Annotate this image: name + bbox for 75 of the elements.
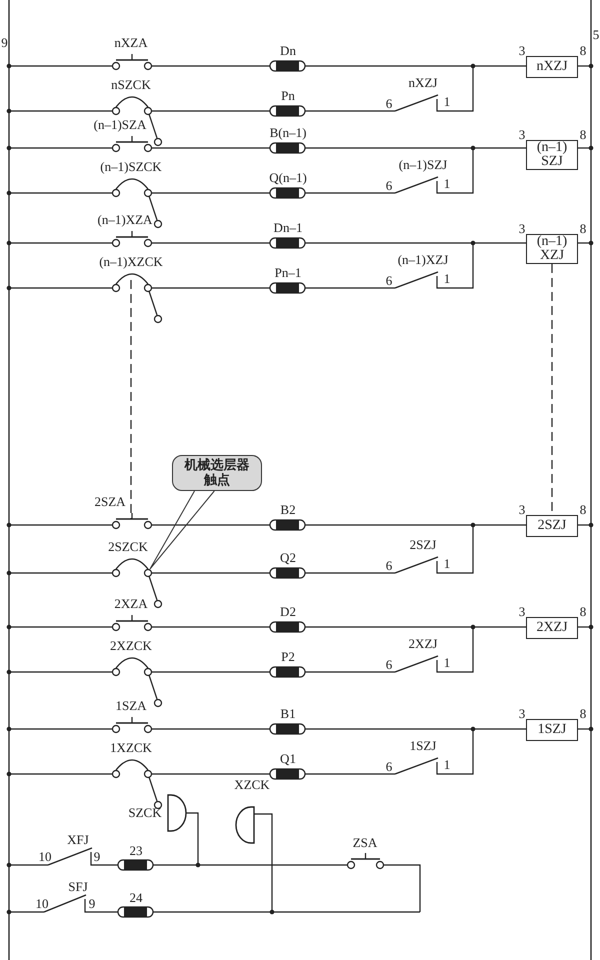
contact-label: (n–1)XZA bbox=[98, 213, 152, 227]
pin-number: 8 bbox=[580, 605, 586, 619]
pin-number: 8 bbox=[580, 707, 586, 721]
pin-number: 1 bbox=[444, 177, 450, 191]
relay-box: nXZJ bbox=[526, 56, 578, 78]
terminal-number: 9 bbox=[1, 36, 8, 50]
lamp-label: Q1 bbox=[280, 752, 296, 766]
pin-number: 1 bbox=[444, 557, 450, 571]
pin-number: 3 bbox=[518, 128, 526, 142]
contact-label: (n–1)SZCK bbox=[100, 160, 162, 174]
contact-label: nSZCK bbox=[111, 78, 151, 92]
pin-number: 9 bbox=[88, 897, 96, 911]
lamp-label: Dn bbox=[280, 44, 296, 58]
lamp-label: B(n–1) bbox=[270, 126, 306, 140]
pin-number: 3 bbox=[518, 222, 526, 236]
pin-number: 3 bbox=[518, 503, 526, 517]
contact-label: (n–1)SZA bbox=[94, 118, 146, 132]
relay-box: 2XZJ bbox=[526, 617, 578, 639]
pin-number: 10 bbox=[36, 897, 48, 911]
lamp-label: B1 bbox=[280, 707, 296, 721]
contact-label: ZSA bbox=[352, 836, 378, 850]
pin-number: 6 bbox=[386, 559, 392, 573]
pin-number: 8 bbox=[580, 128, 586, 142]
pin-number: 8 bbox=[580, 44, 586, 58]
contact-label: 2XZCK bbox=[110, 639, 152, 653]
contact-label: 2SZCK bbox=[108, 540, 148, 554]
pin-number: 3 bbox=[518, 44, 526, 58]
relay-box: (n–1) XZJ bbox=[526, 234, 578, 264]
contact-label: XFJ bbox=[67, 833, 89, 847]
relay-box: 1SZJ bbox=[526, 719, 578, 741]
pin-number: 6 bbox=[386, 658, 392, 672]
terminal-number: 5 bbox=[592, 28, 600, 42]
pin-number: 6 bbox=[386, 179, 392, 193]
leader-line bbox=[150, 490, 215, 570]
contact-label: (n–1)SZJ bbox=[398, 158, 448, 172]
contact-label: 2SZA bbox=[94, 495, 126, 509]
contact-label: 1SZA bbox=[115, 699, 147, 713]
lamp-label: Pn bbox=[281, 89, 295, 103]
pin-number: 1 bbox=[444, 656, 450, 670]
contact-label: 2XZA bbox=[114, 597, 148, 611]
pin-number: 1 bbox=[444, 95, 450, 109]
relay-box: (n–1) SZJ bbox=[526, 140, 578, 170]
pin-number: 3 bbox=[518, 605, 526, 619]
pin-number: 3 bbox=[518, 707, 526, 721]
contact-label: XZCK bbox=[234, 778, 270, 792]
contact-label: (n–1)XZJ bbox=[398, 253, 448, 267]
pin-number: 10 bbox=[38, 850, 52, 864]
pin-number: 1 bbox=[444, 758, 450, 772]
contact-label: SZCK bbox=[128, 806, 162, 820]
contact-label: 2XZJ bbox=[408, 637, 438, 651]
contact-label: 1SZJ bbox=[410, 739, 436, 753]
lamp-label: Pn–1 bbox=[274, 266, 302, 280]
pin-number: 6 bbox=[386, 760, 392, 774]
pin-number: 8 bbox=[580, 503, 586, 517]
lamp-label: 23 bbox=[130, 844, 142, 858]
pin-number: 6 bbox=[386, 274, 392, 288]
contact-label: SFJ bbox=[68, 880, 88, 894]
lamp-label: Q2 bbox=[280, 551, 296, 565]
lamp-label: Dn–1 bbox=[274, 221, 302, 235]
relay-box: 2SZJ bbox=[526, 515, 578, 537]
lamp-label: B2 bbox=[280, 503, 296, 517]
pin-number: 1 bbox=[444, 272, 450, 286]
contact-label: nXZJ bbox=[408, 76, 438, 90]
contact-label: (n–1)XZCK bbox=[99, 255, 163, 269]
contact-label: nXZA bbox=[114, 36, 148, 50]
lamp-label: Q(n–1) bbox=[269, 171, 307, 185]
callout-bubble: 机械选层器触点 bbox=[172, 455, 262, 491]
contact-label: 2SZJ bbox=[410, 538, 436, 552]
lamp-label: D2 bbox=[280, 605, 296, 619]
lamp-label: 24 bbox=[130, 891, 142, 905]
pin-number: 9 bbox=[94, 850, 100, 864]
contact-label: 1XZCK bbox=[110, 741, 152, 755]
lamp-label: P2 bbox=[281, 650, 295, 664]
pin-number: 6 bbox=[386, 97, 392, 111]
pin-number: 8 bbox=[580, 222, 586, 236]
